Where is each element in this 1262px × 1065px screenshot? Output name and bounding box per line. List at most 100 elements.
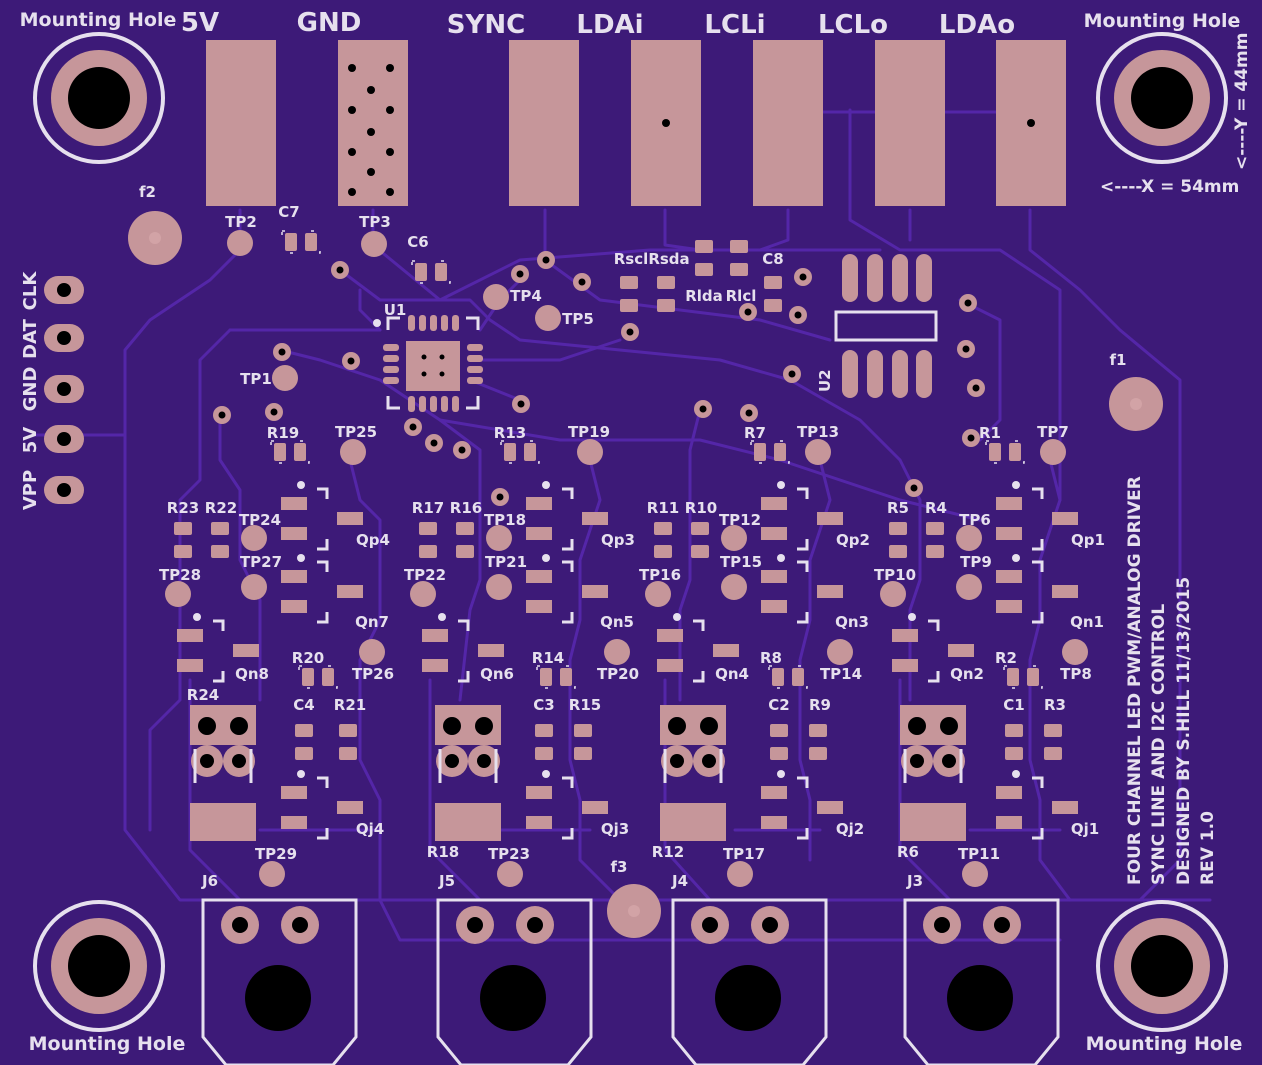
ref-label: Qn3 bbox=[835, 613, 869, 631]
dimension-y: <----Y = 44mm bbox=[1232, 33, 1252, 170]
pad-sync bbox=[509, 40, 579, 206]
svg-text:TP4: TP4 bbox=[510, 287, 542, 305]
mounting-hole-top-left: Mounting Hole bbox=[20, 9, 176, 164]
ref-label: R17 bbox=[412, 499, 444, 517]
tp-c bbox=[410, 581, 436, 607]
svg-text:f3: f3 bbox=[611, 858, 628, 876]
ref-label: TP9 bbox=[960, 553, 992, 571]
ref-label: TP12 bbox=[719, 511, 761, 529]
tp-bot bbox=[962, 861, 988, 887]
ref-label: R9 bbox=[809, 696, 831, 714]
programming-header: CLK DAT GND 5V VPP bbox=[20, 271, 84, 510]
tp-mid bbox=[827, 639, 853, 665]
tp-top bbox=[1040, 439, 1066, 465]
ref-label: R7 bbox=[744, 424, 766, 442]
note-line-1: FOUR CHANNEL LED PWM/ANALOG DRIVER bbox=[1125, 476, 1145, 885]
ref-label: TP26 bbox=[352, 665, 394, 683]
tp-mid bbox=[1062, 639, 1088, 665]
ref-label: J6 bbox=[201, 872, 218, 890]
svg-text:VPP: VPP bbox=[20, 470, 41, 510]
ref-label: R18 bbox=[427, 843, 459, 861]
label-5v: 5V bbox=[181, 8, 219, 38]
tp-bot bbox=[727, 861, 753, 887]
ref-label: R4 bbox=[925, 499, 947, 517]
tp-bot bbox=[259, 861, 285, 887]
svg-text:CLK: CLK bbox=[20, 271, 41, 311]
tp-mid bbox=[604, 639, 630, 665]
svg-text:U2: U2 bbox=[816, 369, 834, 392]
prog-pin-gnd bbox=[44, 375, 84, 403]
ref-label: R15 bbox=[569, 696, 601, 714]
ref-label: TP8 bbox=[1060, 665, 1092, 683]
ref-label: R5 bbox=[887, 499, 909, 517]
ref-label: J4 bbox=[671, 872, 688, 890]
ref-label: TP7 bbox=[1037, 423, 1069, 441]
ref-label: Qp3 bbox=[601, 531, 635, 549]
u1-qfn-ic: U1 bbox=[373, 301, 483, 412]
tp-top bbox=[577, 439, 603, 465]
svg-text:Mounting Hole: Mounting Hole bbox=[1084, 10, 1241, 32]
tp-c bbox=[880, 581, 906, 607]
ref-label: R11 bbox=[647, 499, 679, 517]
ref-label: R21 bbox=[334, 696, 366, 714]
prog-pin-5v bbox=[44, 425, 84, 453]
svg-text:TP1: TP1 bbox=[240, 370, 272, 388]
ref-label: R20 bbox=[292, 649, 324, 667]
copper-traces bbox=[33, 108, 1212, 942]
ref-label: C3 bbox=[533, 696, 554, 714]
ref-label: TP27 bbox=[240, 553, 282, 571]
ref-label: TP10 bbox=[874, 566, 916, 584]
ref-label: TP16 bbox=[639, 566, 681, 584]
prog-pin-dat bbox=[44, 324, 84, 352]
ref-label: R22 bbox=[205, 499, 237, 517]
label-ldao: LDAo bbox=[939, 10, 1015, 40]
ref-label: Qn2 bbox=[950, 665, 984, 683]
pad-gnd bbox=[338, 40, 408, 206]
note-line-4: REV 1.0 bbox=[1198, 811, 1218, 885]
ref-label: R14 bbox=[532, 649, 564, 667]
ref-label: R8 bbox=[760, 649, 782, 667]
ref-label: TP22 bbox=[404, 566, 446, 584]
ref-label: Qn7 bbox=[355, 613, 389, 631]
mounting-hole-bottom-right: Mounting Hole bbox=[1086, 900, 1243, 1055]
ref-label: Qj2 bbox=[836, 820, 864, 838]
gnd-vias bbox=[348, 64, 394, 196]
ref-label: TP20 bbox=[597, 665, 639, 683]
ref-label: C4 bbox=[293, 696, 314, 714]
board-notes: FOUR CHANNEL LED PWM/ANALOG DRIVER SYNC … bbox=[1125, 476, 1218, 885]
pad-5v bbox=[206, 40, 276, 206]
ref-label: TP18 bbox=[484, 511, 526, 529]
tp-b bbox=[486, 574, 512, 600]
ref-label: TP6 bbox=[959, 511, 991, 529]
ref-label: TP29 bbox=[255, 845, 297, 863]
tp-b bbox=[956, 574, 982, 600]
prog-pin-vpp bbox=[44, 476, 84, 504]
ref-label: R24 bbox=[187, 686, 219, 704]
svg-text:U1: U1 bbox=[384, 301, 407, 319]
svg-text:5V: 5V bbox=[20, 427, 41, 454]
svg-text:C8: C8 bbox=[762, 250, 783, 268]
ref-label: TP24 bbox=[239, 511, 281, 529]
ref-label: R10 bbox=[685, 499, 717, 517]
ref-label: C1 bbox=[1003, 696, 1024, 714]
ref-label: R6 bbox=[897, 843, 919, 861]
pad-lclo bbox=[875, 40, 945, 206]
ref-label: Qj3 bbox=[601, 820, 629, 838]
ref-label: TP21 bbox=[485, 553, 527, 571]
note-line-3: DESIGNED BY S.HILL 11/13/2015 bbox=[1174, 577, 1194, 885]
fiducial-f1: f1 bbox=[1109, 351, 1163, 431]
dimension-x: <----X = 54mm bbox=[1100, 177, 1239, 197]
tp-top bbox=[340, 439, 366, 465]
ref-label: Qn5 bbox=[600, 613, 634, 631]
ref-label: TP23 bbox=[488, 845, 530, 863]
u2-soic-ic: U2 bbox=[816, 254, 938, 398]
svg-text:Mounting Hole: Mounting Hole bbox=[29, 1033, 186, 1055]
svg-text:Mounting Hole: Mounting Hole bbox=[1086, 1033, 1243, 1055]
ref-label: J3 bbox=[906, 872, 923, 890]
ref-label: TP25 bbox=[335, 423, 377, 441]
tp-bot bbox=[497, 861, 523, 887]
svg-text:Rsda: Rsda bbox=[648, 250, 689, 268]
svg-text:f2: f2 bbox=[139, 183, 156, 201]
